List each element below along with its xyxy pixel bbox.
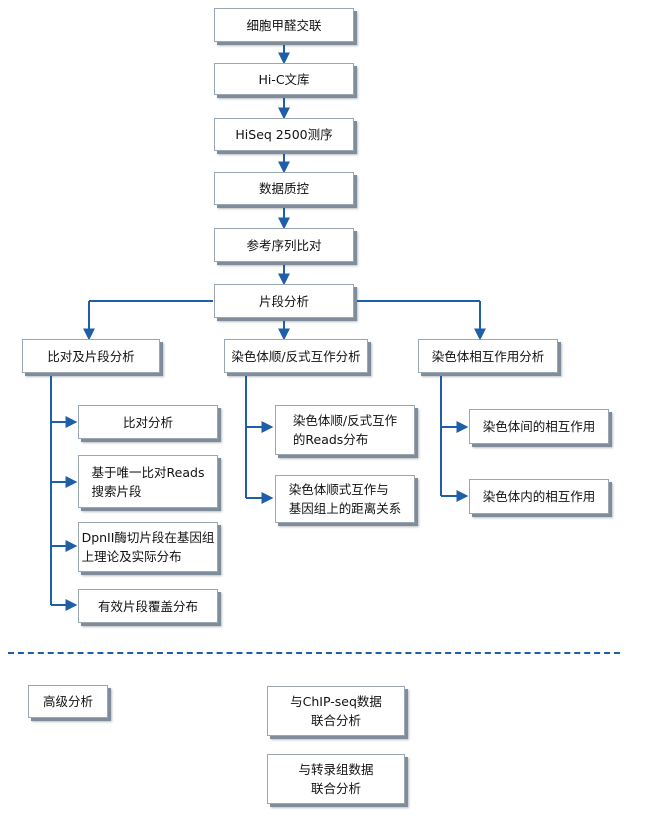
branch-alignment-label: 比对及片段分析: [47, 348, 135, 364]
advanced-item-transcriptome-line2: 联合分析: [310, 781, 361, 796]
section-divider: [8, 652, 620, 654]
chrom-interaction-item: 染色体间的相互作用: [469, 409, 609, 444]
branch-chrom-interaction-label: 染色体相互作用分析: [431, 348, 545, 364]
chrom-interaction-item: 染色体内的相互作用: [469, 479, 609, 514]
alignment-item: DpnII酶切片段在基因组 上理论及实际分布: [78, 522, 218, 572]
advanced-item-chipseq-line1: 与ChIP-seq数据: [290, 694, 382, 709]
step-hic-library: Hi-C文库: [214, 63, 354, 95]
step-crosslink: 细胞甲醛交联: [214, 8, 354, 42]
step-quality-control: 数据质控: [214, 172, 354, 205]
cis-trans-item-label: 染色体顺式互作与: [288, 482, 389, 497]
alignment-item-label: 上理论及实际分布: [81, 549, 182, 564]
branch-alignment: 比对及片段分析: [22, 339, 160, 373]
branch-cis-trans-label: 染色体顺/反式互作分析: [231, 348, 361, 364]
advanced-item-chipseq: 与ChIP-seq数据 联合分析: [267, 686, 405, 736]
alignment-item: 有效片段覆盖分布: [78, 589, 218, 623]
advanced-item-transcriptome: 与转录组数据 联合分析: [267, 754, 405, 804]
step-reference-alignment: 参考序列比对: [214, 228, 354, 262]
cis-trans-item-label: 基因组上的距离关系: [288, 501, 402, 516]
alignment-item-label: DpnII酶切片段在基因组: [81, 530, 215, 545]
step-quality-control-label: 数据质控: [258, 181, 309, 196]
step-reference-alignment-label: 参考序列比对: [246, 237, 322, 253]
alignment-item-label: 搜索片段: [91, 483, 142, 499]
advanced-analysis-title: 高级分析: [42, 694, 93, 709]
step-crosslink-label: 细胞甲醛交联: [246, 17, 322, 33]
cis-trans-item: 染色体顺式互作与 基因组上的距离关系: [275, 475, 415, 523]
alignment-item: 比对分析: [78, 405, 218, 439]
cis-trans-item: 染色体顺/反式互作 的Reads分布: [275, 405, 415, 455]
alignment-item-label: 基于唯一比对Reads: [91, 464, 205, 480]
advanced-item-chipseq-line2: 联合分析: [310, 713, 361, 728]
advanced-item-transcriptome-line1: 与转录组数据: [298, 762, 374, 777]
alignment-item-label: 比对分析: [122, 414, 173, 430]
step-fragment-analysis-label: 片段分析: [258, 293, 309, 309]
cis-trans-item-label: 的Reads分布: [292, 432, 369, 447]
branch-cis-trans: 染色体顺/反式互作分析: [224, 339, 368, 373]
advanced-analysis-label-box: 高级分析: [28, 685, 108, 718]
step-hic-library-label: Hi-C文库: [258, 71, 310, 87]
alignment-item-label: 有效片段覆盖分布: [97, 598, 198, 614]
chrom-interaction-item-label: 染色体内的相互作用: [482, 489, 596, 504]
step-fragment-analysis: 片段分析: [214, 284, 354, 318]
branch-chrom-interaction: 染色体相互作用分析: [418, 339, 558, 373]
step-sequencing: HiSeq 2500测序: [214, 118, 354, 151]
alignment-item: 基于唯一比对Reads 搜索片段: [78, 455, 218, 508]
cis-trans-item-label: 染色体顺/反式互作: [292, 413, 398, 428]
step-sequencing-label: HiSeq 2500测序: [235, 127, 333, 142]
chrom-interaction-item-label: 染色体间的相互作用: [482, 419, 596, 434]
